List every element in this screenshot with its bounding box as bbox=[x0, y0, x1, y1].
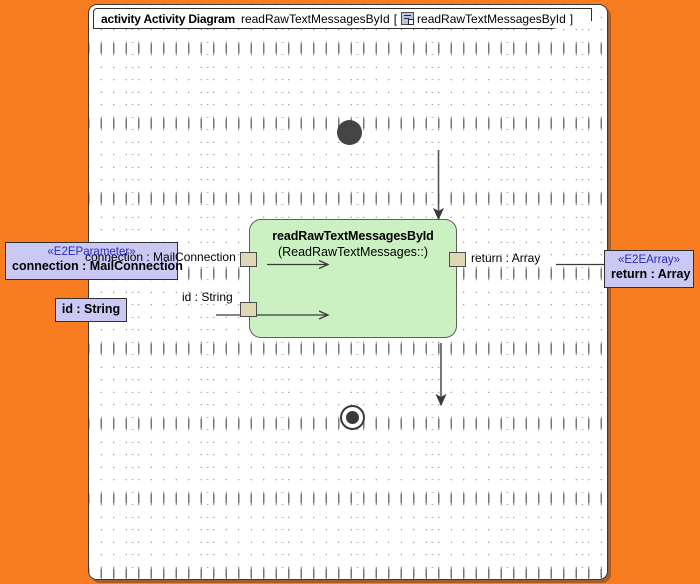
activity-diagram-icon bbox=[401, 12, 415, 25]
action-subtitle: (ReadRawTextMessages::) bbox=[277, 245, 429, 259]
action-title: readRawTextMessagesById bbox=[272, 229, 434, 243]
pin-return[interactable] bbox=[449, 252, 466, 267]
frame-name: readRawTextMessagesById bbox=[240, 11, 390, 26]
initial-node[interactable] bbox=[337, 120, 362, 145]
parameter-name: connection : MailConnection bbox=[12, 259, 183, 273]
parameter-stereotype: «E2EParameter» bbox=[47, 246, 136, 258]
parameter-stereotype: «E2EArray» bbox=[617, 254, 680, 266]
diagram-frame[interactable]: activity Activity Diagram readRawTextMes… bbox=[88, 4, 694, 580]
parameter-name: id : String bbox=[61, 302, 121, 316]
frame-bracket-open: [ bbox=[393, 11, 398, 26]
action-node-readrawtextmessagesbyid[interactable]: readRawTextMessagesById (ReadRawTextMess… bbox=[249, 219, 457, 338]
activity-final-node[interactable] bbox=[340, 405, 365, 430]
parameter-node-return[interactable]: «E2EArray» return : Array bbox=[604, 250, 694, 288]
pin-id[interactable] bbox=[240, 302, 257, 317]
frame-qualifier: readRawTextMessagesById bbox=[417, 11, 566, 26]
pin-connection[interactable] bbox=[240, 252, 257, 267]
frame-header-tab[interactable]: activity Activity Diagram readRawTextMes… bbox=[93, 8, 593, 29]
parameter-name: return : Array bbox=[611, 267, 691, 281]
frame-bracket-close: ] bbox=[569, 11, 574, 26]
edge-label-id: id : String bbox=[182, 290, 233, 304]
edge-label-return: return : Array bbox=[471, 251, 541, 265]
parameter-node-id[interactable]: id : String bbox=[55, 298, 127, 322]
frame-keyword: activity Activity Diagram bbox=[101, 11, 235, 26]
edge-label-connection: connection : MailConnection bbox=[85, 250, 236, 264]
parameter-node-connection[interactable]: «E2EParameter» connection : MailConnecti… bbox=[5, 242, 183, 280]
